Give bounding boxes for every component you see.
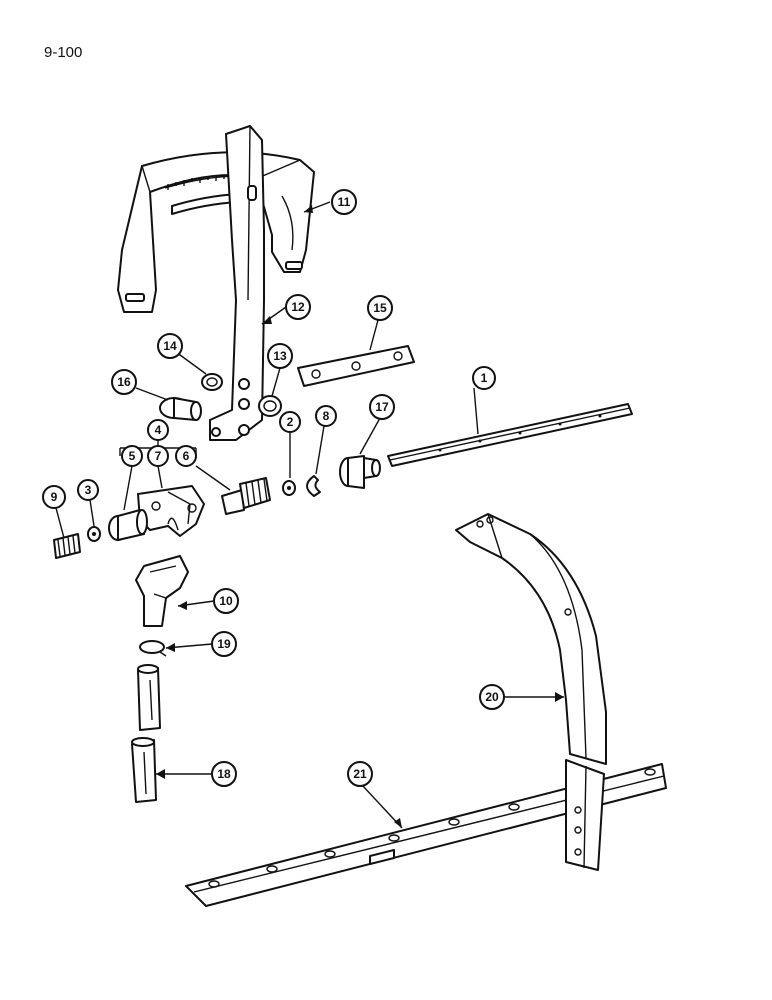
callout-3: 3 bbox=[77, 479, 99, 501]
curved-support-part-20 bbox=[455, 513, 607, 765]
svg-text:17: 17 bbox=[375, 400, 389, 414]
bar-part-1 bbox=[387, 403, 633, 467]
upright-post-part bbox=[565, 759, 605, 871]
sleeve-part-5 bbox=[108, 509, 148, 541]
pin-upper-part bbox=[137, 664, 161, 731]
svg-text:21: 21 bbox=[353, 767, 367, 781]
svg-text:18: 18 bbox=[217, 767, 231, 781]
clip-part-8 bbox=[306, 475, 321, 497]
pivot-bolt-part-16 bbox=[159, 397, 202, 421]
svg-text:8: 8 bbox=[323, 409, 330, 423]
lever-part bbox=[209, 125, 265, 441]
callout-18: 18 bbox=[211, 761, 237, 787]
retaining-ring-part-19 bbox=[139, 640, 167, 657]
funnel-guide-part-10 bbox=[135, 555, 189, 627]
callout-6: 6 bbox=[175, 445, 197, 467]
washer-part-3 bbox=[87, 526, 101, 542]
callout-19: 19 bbox=[211, 631, 237, 657]
leader-arrowheads bbox=[156, 205, 564, 828]
plate-part-15 bbox=[297, 345, 415, 387]
bushing-part-14 bbox=[201, 373, 223, 391]
callout-1: 1 bbox=[472, 366, 496, 390]
callout-4: 4 bbox=[147, 419, 169, 441]
quadrant-bracket-part bbox=[117, 151, 315, 313]
callout-15: 15 bbox=[367, 295, 393, 321]
callout-21: 21 bbox=[347, 761, 373, 787]
svg-text:1: 1 bbox=[481, 371, 488, 385]
svg-text:9: 9 bbox=[51, 490, 58, 504]
washer-part-13 bbox=[258, 395, 282, 417]
svg-text:6: 6 bbox=[183, 449, 190, 463]
callout-8: 8 bbox=[315, 405, 337, 427]
callouts: 1 2 3 4 5 6 7 8 bbox=[42, 189, 505, 787]
svg-text:7: 7 bbox=[155, 449, 162, 463]
svg-text:2: 2 bbox=[287, 415, 294, 429]
callout-16: 16 bbox=[111, 369, 137, 395]
callout-9: 9 bbox=[42, 485, 66, 509]
spring-part-9 bbox=[53, 533, 81, 559]
svg-text:11: 11 bbox=[338, 195, 351, 209]
svg-text:10: 10 bbox=[219, 594, 233, 608]
svg-text:4: 4 bbox=[155, 423, 162, 437]
svg-text:5: 5 bbox=[129, 449, 136, 463]
callout-20: 20 bbox=[479, 684, 505, 710]
svg-text:13: 13 bbox=[273, 349, 287, 363]
callout-17: 17 bbox=[369, 394, 395, 420]
gear-shaft-part-6 bbox=[221, 477, 271, 515]
callout-10: 10 bbox=[213, 588, 239, 614]
callout-12: 12 bbox=[285, 294, 311, 320]
callout-11: 11 bbox=[331, 189, 357, 215]
callout-2: 2 bbox=[279, 411, 301, 433]
svg-text:3: 3 bbox=[85, 483, 92, 497]
bracket-part-7 bbox=[137, 485, 205, 537]
callout-7: 7 bbox=[147, 445, 169, 467]
svg-text:12: 12 bbox=[291, 300, 305, 314]
washer-part-2 bbox=[282, 480, 296, 496]
svg-text:20: 20 bbox=[485, 690, 499, 704]
callout-5: 5 bbox=[121, 445, 143, 467]
callout-14: 14 bbox=[157, 333, 183, 359]
svg-text:14: 14 bbox=[163, 339, 177, 353]
pin-part-18 bbox=[131, 737, 157, 803]
svg-text:19: 19 bbox=[217, 637, 231, 651]
svg-text:15: 15 bbox=[373, 301, 387, 315]
leader-lines bbox=[55, 201, 564, 829]
callout-13: 13 bbox=[267, 343, 293, 369]
collar-part-17 bbox=[339, 455, 381, 489]
svg-text:16: 16 bbox=[117, 375, 131, 389]
page-number: 9-100 bbox=[44, 44, 83, 61]
